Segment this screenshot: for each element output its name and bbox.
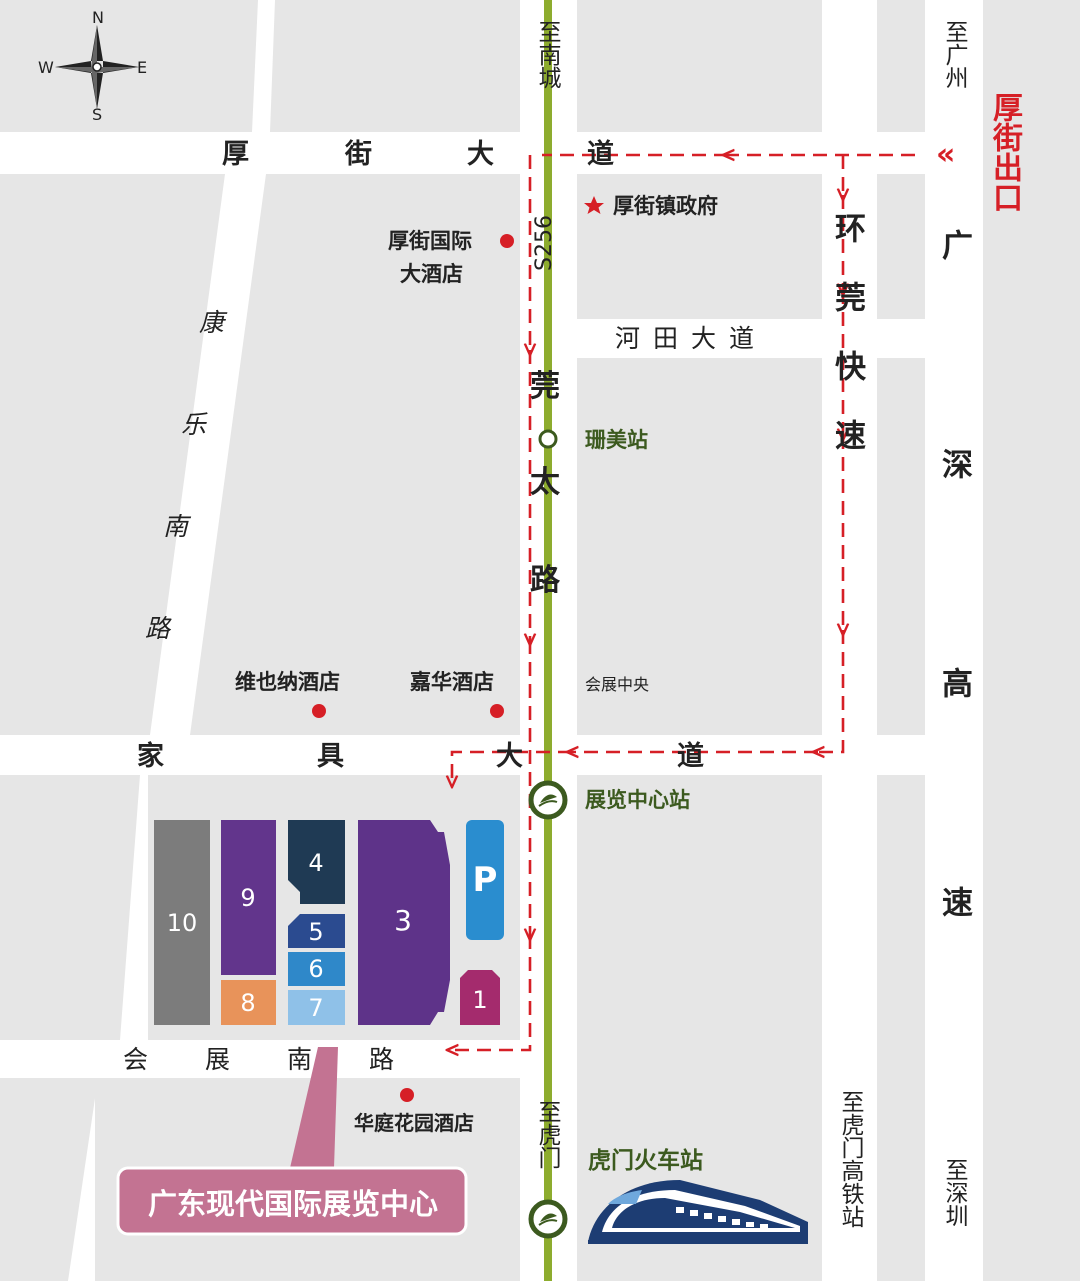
block	[577, 0, 822, 132]
block	[190, 174, 520, 735]
exhibition-halls: 10 9 8 4 5 6 7 3 1 P	[154, 820, 504, 1025]
venue-name: 广东现代国际展览中心	[147, 1187, 438, 1221]
train-icon	[588, 1180, 808, 1244]
block	[270, 0, 520, 132]
route-s256-down-4	[452, 935, 532, 1050]
hall-4	[288, 820, 345, 904]
hall-7	[288, 990, 345, 1025]
metro-station-icon	[528, 1199, 568, 1239]
poi-intl-hotel-line2: 大酒店	[400, 262, 463, 286]
dir-to-guangzhou: 至广州	[941, 20, 967, 89]
station-expo-label: 展览中心站	[585, 788, 690, 812]
road-huizhan-nanlu-char: 会	[123, 1045, 149, 1074]
road-hetian-dadao: 河田大道	[615, 324, 768, 353]
road-kangle-nanlu-char: 康	[199, 308, 225, 337]
block	[0, 1078, 98, 1281]
road-huizhan-nanlu-char: 展	[205, 1045, 231, 1074]
dir-to-humen: 至虎门	[534, 1100, 560, 1169]
road-guanta-lu-char: 莞	[530, 369, 560, 404]
block	[877, 0, 925, 132]
driving-route	[452, 155, 915, 1050]
metro-station-icon	[528, 780, 568, 820]
road-kangle-nanlu-char: 路	[145, 614, 171, 643]
compass-e: E	[137, 58, 148, 77]
route-jiaju-west-2	[452, 750, 572, 782]
road-kangle-nanlu-char: 南	[163, 512, 189, 541]
road-houjie-dadao-char: 道	[587, 139, 614, 170]
road-guanta-lu-char: 太	[530, 465, 560, 500]
venue-callout-pointer	[290, 1047, 338, 1168]
exit-arrow-icon: «	[936, 137, 956, 172]
poi-jiahua-hotel: 嘉华酒店	[410, 670, 494, 694]
hall-label: 6	[308, 955, 323, 983]
hall-9	[221, 820, 276, 975]
road-huizhan-nanlu-char: 路	[369, 1045, 395, 1074]
road-kangle-nanlu-char: 乐	[181, 410, 207, 439]
hall-label: 1	[472, 986, 487, 1014]
parking-label: P	[473, 860, 498, 900]
block	[577, 174, 822, 319]
compass-s: S	[92, 105, 103, 124]
hall-3	[358, 820, 450, 1025]
hotel-dot-icon	[490, 704, 504, 718]
station-shanmei-icon	[538, 429, 558, 449]
compass-icon	[55, 25, 139, 109]
road-huanguan-kuaisu: 环莞快速	[829, 212, 865, 488]
station-shanmei-label: 珊美站	[585, 428, 648, 452]
poi-huizhan-center: 会展中央	[585, 675, 650, 694]
block	[877, 174, 925, 319]
hall-label: 8	[240, 989, 255, 1017]
exit-houjie-label: 厚街出口	[987, 92, 1022, 212]
poi-gov: 厚街镇政府	[613, 194, 718, 218]
road-huizhan-nanlu-char: 南	[287, 1045, 313, 1074]
poi-intl-hotel-line1: 厚街国际	[388, 229, 472, 253]
dir-to-humen-hsr: 至虎门高铁站	[837, 1090, 863, 1228]
hotel-dot-icon	[312, 704, 326, 718]
road-houjie-dadao-char: 街	[345, 139, 372, 170]
road-houjie-dadao-char: 厚	[222, 139, 249, 170]
block	[0, 775, 140, 1040]
poi-vienna-hotel: 维也纳酒店	[235, 670, 340, 694]
star-icon	[584, 196, 604, 214]
road-houjie-dadao-char: 大	[467, 139, 494, 170]
road-s256-label: S256	[532, 215, 557, 271]
compass-n: N	[92, 8, 104, 27]
station-humen-train-label: 虎门火车站	[588, 1148, 703, 1174]
road-jiaju-dadao-char: 具	[317, 741, 344, 772]
block	[983, 0, 1080, 1281]
parking-area	[466, 820, 504, 940]
road-guanta-lu-char: 路	[530, 563, 560, 598]
poi-huiting-hotel: 华庭花园酒店	[354, 1111, 474, 1135]
road-jiaju-dadao-char: 道	[677, 741, 704, 772]
block	[877, 775, 925, 1281]
dir-to-nancheng: 至南城	[534, 20, 560, 89]
hall-label: 9	[240, 884, 255, 912]
dir-to-shenzhen: 至深圳	[941, 1158, 967, 1227]
road-jiaju-dadao-char: 家	[137, 741, 164, 772]
block	[577, 358, 822, 735]
hall-label: 7	[308, 994, 323, 1022]
hall-8	[221, 980, 276, 1025]
hotel-dot-icon	[500, 234, 514, 248]
compass-w: W	[38, 58, 54, 77]
hall-label: 3	[394, 904, 412, 937]
route-huanguan-down-5	[818, 630, 845, 752]
hotel-dot-icon	[400, 1088, 414, 1102]
hall-6	[288, 952, 345, 986]
hall-label: 4	[308, 849, 323, 877]
block	[0, 174, 225, 735]
road-guangshen-gaosu: 广深高速	[936, 229, 972, 1105]
hall-label: 5	[308, 918, 323, 946]
venue-callout-box	[116, 1166, 468, 1236]
hall-label: 10	[167, 909, 198, 937]
road-jiaju-dadao-char: 大	[496, 741, 523, 772]
hall-5	[288, 914, 345, 948]
block	[877, 358, 925, 735]
hall-1	[460, 970, 500, 1025]
hall-10	[154, 820, 210, 1025]
